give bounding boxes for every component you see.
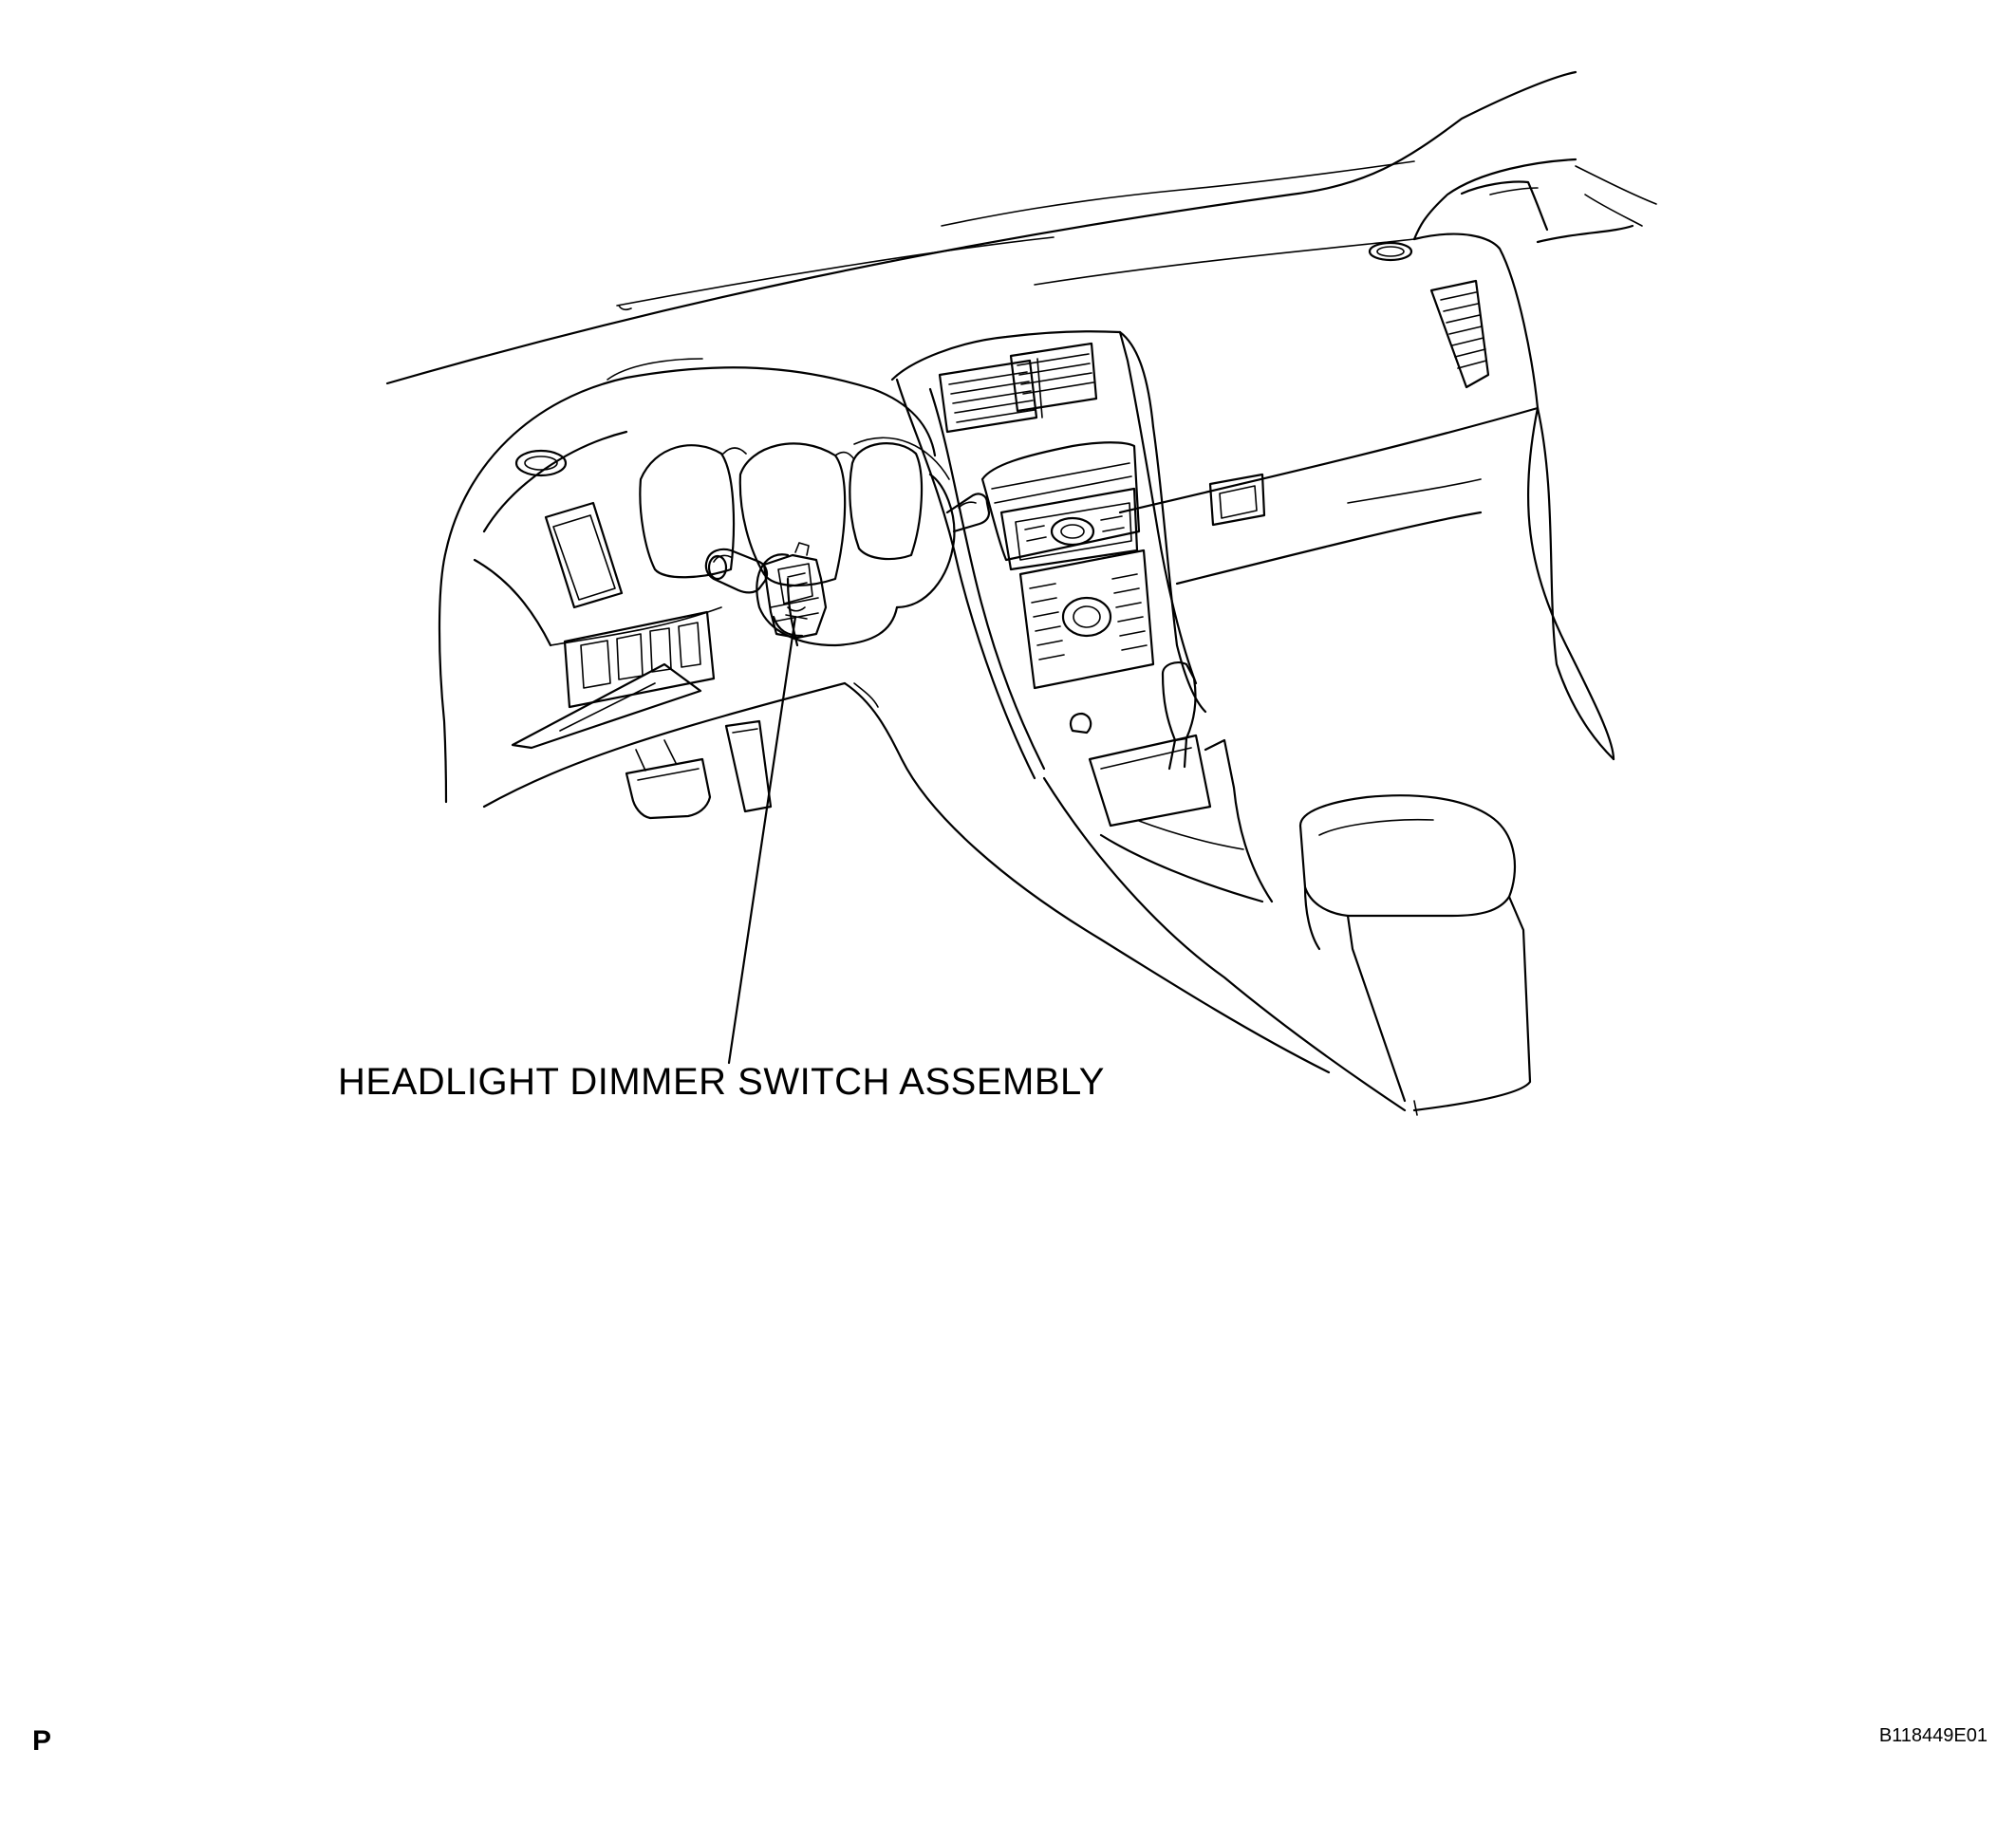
instrument-cluster-hood bbox=[444, 358, 937, 586]
figure-code: B118449E01 bbox=[1878, 1725, 1988, 1746]
center-vents bbox=[938, 342, 1098, 434]
passenger-side-vent bbox=[1429, 279, 1490, 389]
right-pillar bbox=[1412, 165, 1657, 761]
callout-label-headlight-dimmer-switch: HEADLIGHT DIMMER SWITCH ASSEMBLY bbox=[338, 1061, 1105, 1103]
page-marker: P bbox=[32, 1725, 52, 1757]
center-console bbox=[890, 330, 1207, 780]
dashboard-top-edge bbox=[385, 70, 1577, 385]
passenger-round-vent bbox=[1368, 241, 1413, 262]
left-dash-end bbox=[438, 549, 847, 809]
driver-switch-panel bbox=[511, 610, 716, 750]
audio-unit bbox=[980, 441, 1141, 571]
driver-side-vent bbox=[544, 501, 624, 609]
gear-shifter bbox=[1069, 660, 1274, 903]
passenger-dash-panel bbox=[1118, 406, 1540, 586]
callout-leader bbox=[727, 614, 808, 1065]
pedals bbox=[625, 719, 773, 820]
steering-column bbox=[756, 437, 956, 647]
climate-panel bbox=[1018, 549, 1155, 690]
driver-round-vent bbox=[514, 449, 568, 477]
armrest bbox=[1042, 776, 1532, 1116]
floor-line bbox=[843, 406, 1615, 1074]
headlight-dimmer-switch bbox=[704, 542, 828, 640]
